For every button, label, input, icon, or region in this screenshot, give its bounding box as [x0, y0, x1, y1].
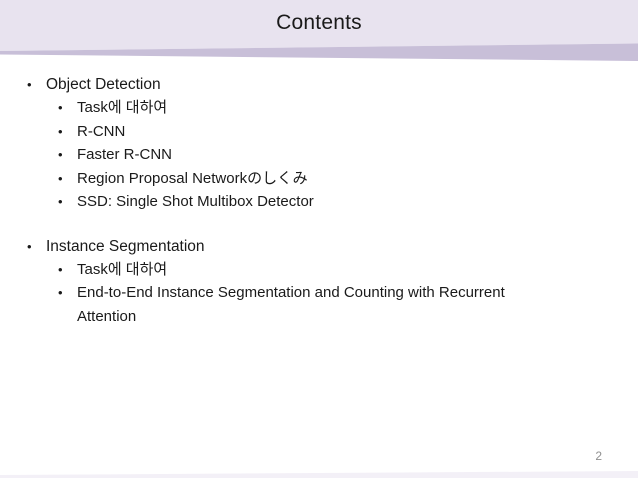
contents-list: • Object Detection • Task에 대하여 • R-CNN •… [27, 73, 612, 349]
list-item: • SSD: Single Shot Multibox Detector [58, 190, 612, 214]
section-instance-segmentation: • Instance Segmentation • Task에 대하여 • En… [27, 235, 612, 329]
header-band-shape [0, 0, 638, 51]
bullet-icon: • [58, 147, 63, 162]
list-item: • Region Proposal Networkのしくみ [58, 167, 612, 191]
list-item-label: Region Proposal Networkのしくみ [77, 169, 308, 187]
list-item: • Faster R-CNN [58, 143, 612, 167]
list-item: • Task에 대하여 [58, 258, 612, 282]
section-heading: Instance Segmentation [46, 237, 205, 255]
bullet-icon: • [58, 100, 63, 115]
page-number: 2 [595, 449, 602, 463]
bullet-icon: • [58, 170, 63, 186]
list-item-label: Task에 대하여 [77, 99, 168, 116]
list-item: • R-CNN [58, 120, 612, 144]
section-object-detection: • Object Detection • Task에 대하여 • R-CNN •… [27, 73, 612, 214]
bullet-icon: • [58, 285, 63, 300]
header-decoration [0, 0, 638, 61]
list-item-label: Task에 대하여 [77, 260, 168, 278]
list-item-label: SSD: Single Shot Multibox Detector [77, 193, 314, 210]
bullet-icon: • [27, 238, 32, 254]
list-item-label: End-to-End Instance Segmentation and Cou… [77, 284, 505, 325]
list-item: • Object Detection [27, 73, 612, 96]
header-stripe-shape [0, 43, 638, 61]
footer-band-shape [0, 471, 638, 478]
bullet-icon: • [58, 261, 63, 277]
list-item: • Task에 대하여 [58, 96, 612, 120]
footer-decoration [0, 471, 638, 478]
bullet-icon: • [58, 123, 63, 139]
list-item: • End-to-End Instance Segmentation and C… [58, 281, 612, 328]
section-heading: Object Detection [46, 76, 161, 93]
list-item-label: Faster R-CNN [77, 146, 173, 163]
list-item: • Instance Segmentation [27, 235, 612, 258]
bullet-icon: • [58, 194, 63, 209]
list-item-label: R-CNN [77, 122, 126, 140]
bullet-icon: • [27, 77, 32, 92]
slide-title: Contents [276, 11, 362, 34]
